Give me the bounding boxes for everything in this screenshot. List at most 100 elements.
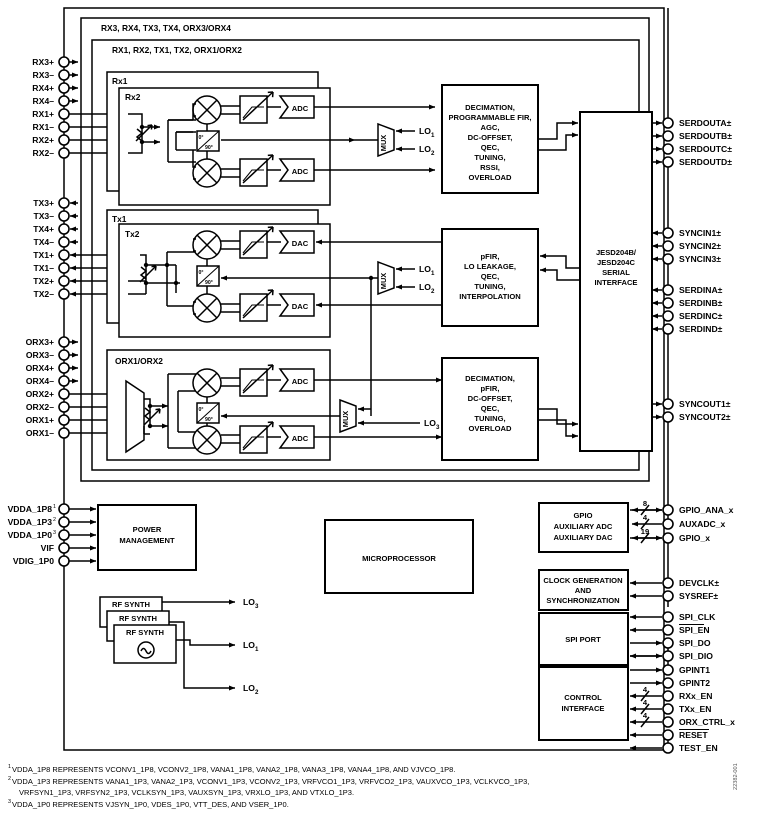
pin-vdda1p8[interactable] xyxy=(58,503,70,515)
pin-rx1p[interactable] xyxy=(58,108,70,120)
pin-orx1p[interactable] xyxy=(58,414,70,426)
power-management-block xyxy=(97,504,197,571)
tx-dsp-line-0: pFIR, xyxy=(481,252,500,261)
pin-tx1p[interactable] xyxy=(58,249,70,261)
pin-gpint2[interactable] xyxy=(662,677,674,689)
pin-label-sysref: SYSREF± xyxy=(679,591,718,601)
tx-dsp-line-4: INTERPOLATION xyxy=(459,292,520,301)
control-interface: CONTROL INTERFACE 4 4 4 GPINT1 GPINT2 RX… xyxy=(538,664,735,754)
pin-label-tx2p: TX2+ xyxy=(33,276,54,286)
orx-adc-i xyxy=(278,368,315,392)
pin-label-gpio-ana-x: GPIO_ANA_x xyxy=(679,505,734,515)
pin-tx3n[interactable] xyxy=(58,210,70,222)
pin-auxadc-x[interactable] xyxy=(662,518,674,530)
pin-serdoutc[interactable] xyxy=(662,143,674,155)
pin-label-serdinc: SERDINC± xyxy=(679,311,723,321)
clock-generation: CLOCK GENERATION AND SYNCHRONIZATION DEV… xyxy=(538,569,719,611)
orx-phase-90: 90° xyxy=(205,417,213,423)
pin-label-rx1n: RX1– xyxy=(33,122,55,132)
pin-vif[interactable] xyxy=(58,542,70,554)
pin-tx4n[interactable] xyxy=(58,236,70,248)
jesd-interface: JESD204B/ JESD204C SERIAL INTERFACE xyxy=(538,111,653,452)
pin-tx3p[interactable] xyxy=(58,197,70,209)
pin-devclk[interactable] xyxy=(662,577,674,589)
pin-syncin2[interactable] xyxy=(662,240,674,252)
pin-orx2n[interactable] xyxy=(58,401,70,413)
rx-lo1-sub: 1 xyxy=(431,132,435,139)
pin-gpio-ana-x[interactable] xyxy=(662,504,674,516)
pin-rx3p[interactable] xyxy=(58,56,70,68)
tx-dac-i xyxy=(278,230,315,254)
pin-tx1n[interactable] xyxy=(58,262,70,274)
pm-line-1: MANAGEMENT xyxy=(119,536,175,545)
pin-serdind[interactable] xyxy=(662,323,674,335)
gpio-line-1: AUXILIARY ADC xyxy=(554,522,613,531)
pin-sysref[interactable] xyxy=(662,590,674,602)
pin-label-tx1n: TX1– xyxy=(33,263,54,273)
pin-syncout1[interactable] xyxy=(662,398,674,410)
pin-spi-en[interactable] xyxy=(662,624,674,636)
rx-dsp-line-1: PROGRAMMABLE FIR, xyxy=(448,113,531,122)
pin-label-tx2n: TX2– xyxy=(33,289,54,299)
orx-phase-0: 0° xyxy=(199,407,204,413)
pin-orx4n[interactable] xyxy=(58,375,70,387)
pin-serdouta[interactable] xyxy=(662,117,674,129)
pin-txx-en[interactable] xyxy=(662,703,674,715)
pin-test-en[interactable] xyxy=(662,742,674,754)
pin-vdda1p0[interactable] xyxy=(58,529,70,541)
pin-tx2p[interactable] xyxy=(58,275,70,287)
pin-orx3n[interactable] xyxy=(58,349,70,361)
pin-rx2n[interactable] xyxy=(58,147,70,159)
pin-serdinc[interactable] xyxy=(662,310,674,322)
rx-dsp-line-5: TUNING, xyxy=(474,153,505,162)
footnotes: 1 VDDA_1P8 REPRESENTS VCONV1_1P8, VCONV2… xyxy=(8,764,529,809)
pin-vdda1p3[interactable] xyxy=(58,516,70,528)
pin-tx2n[interactable] xyxy=(58,288,70,300)
pin-spi-dio[interactable] xyxy=(662,650,674,662)
pin-label-serdoutd: SERDOUTD± xyxy=(679,157,732,167)
pin-label-orx1p: ORX1+ xyxy=(26,415,54,425)
pin-rx1n[interactable] xyxy=(58,121,70,133)
rx-chain: Rx1 Rx2 0° 90° xyxy=(106,71,539,206)
pin-orx1n[interactable] xyxy=(58,427,70,439)
pin-reset[interactable] xyxy=(662,729,674,741)
pin-syncin3[interactable] xyxy=(662,253,674,265)
pin-tx4p[interactable] xyxy=(58,223,70,235)
pin-serdoutb[interactable] xyxy=(662,130,674,142)
pin-rx4n[interactable] xyxy=(58,95,70,107)
pin-spi-clk[interactable] xyxy=(662,611,674,623)
pin-rx3n[interactable] xyxy=(58,69,70,81)
pin-serdoutd[interactable] xyxy=(662,156,674,168)
tx-lo2-sub: 2 xyxy=(431,288,435,295)
gpio-line-2: AUXILIARY DAC xyxy=(553,533,613,542)
pin-vdig1p0[interactable] xyxy=(58,555,70,567)
rx-adc-q xyxy=(278,158,315,182)
pin-label-auxadc-x: AUXADC_x xyxy=(679,519,726,529)
pin-syncin1[interactable] xyxy=(662,227,674,239)
pin-gpio-x[interactable] xyxy=(662,532,674,544)
pin-orx3p[interactable] xyxy=(58,336,70,348)
pin-label-rx3p: RX3+ xyxy=(32,57,54,67)
pin-serdina[interactable] xyxy=(662,284,674,296)
pin-rx2p[interactable] xyxy=(58,134,70,146)
pin-rx4p[interactable] xyxy=(58,82,70,94)
tx-dsp-block xyxy=(441,228,539,327)
tx-lo2-label: LO xyxy=(419,282,431,292)
group-label-inner: RX1, RX2, TX1, TX2, ORX1/ORX2 xyxy=(112,45,242,55)
pin-label-serdoutb: SERDOUTB± xyxy=(679,131,732,141)
bus-width-gpio: 19 xyxy=(641,527,649,536)
pin-rxx-en[interactable] xyxy=(662,690,674,702)
pin-syncout2[interactable] xyxy=(662,411,674,423)
rx-mux-label: MUX xyxy=(379,135,388,151)
pin-spi-do[interactable] xyxy=(662,637,674,649)
pin-orx4p[interactable] xyxy=(58,362,70,374)
clock-line-2: SYNCHRONIZATION xyxy=(546,596,619,605)
microprocessor-label: MICROPROCESSOR xyxy=(362,554,436,563)
orx-dsp-line-5: OVERLOAD xyxy=(468,424,512,433)
pin-orx2p[interactable] xyxy=(58,388,70,400)
pin-orx-ctrl-x[interactable] xyxy=(662,716,674,728)
pin-gpint1[interactable] xyxy=(662,664,674,676)
bus-width-auxadc: 4 xyxy=(643,513,648,522)
pin-serdinb[interactable] xyxy=(662,297,674,309)
